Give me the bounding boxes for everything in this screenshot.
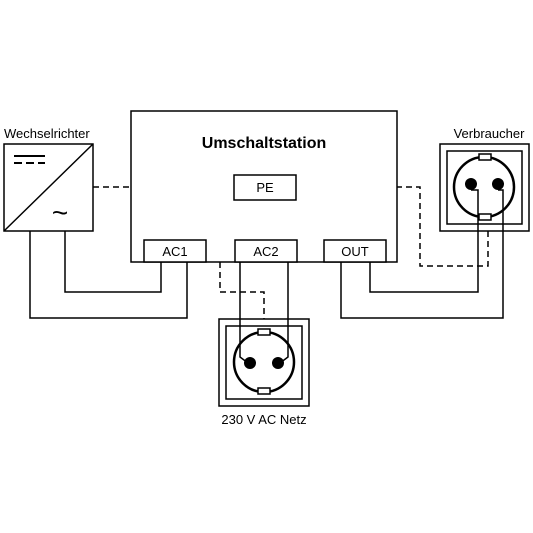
ac-symbol-icon: ~ [52,197,68,228]
switching-station: Umschaltstation PE AC1 AC2 OUT [130,110,398,263]
consumer-wire-entry-right [498,189,504,231]
terminal-ac2-label: AC2 [253,244,278,259]
terminal-out-label: OUT [341,244,369,259]
wire-out-consumer-outer [340,188,504,319]
station-title: Umschaltstation [202,135,326,152]
dc-symbol-icon [14,155,45,164]
terminal-ac1-label: AC1 [162,244,187,259]
wire-inverter-ac1-outer [29,231,188,319]
consumer-wire-entry-left [471,189,479,231]
consumer-pin-right [492,178,504,190]
terminal-ac2: AC2 [234,239,298,263]
inverter-symbol: ~ [3,143,94,232]
grid-label: 230 V AC Netz [221,412,306,427]
consumer-pin-left [465,178,477,190]
grid-pin-right [272,357,284,369]
wire-out-consumer-inner [369,220,479,293]
consumer-label: Verbraucher [454,126,525,141]
terminal-out: OUT [323,239,387,263]
consumer-earth-clip-bottom [478,213,492,221]
consumer-socket-icon [439,143,530,232]
grid-pin-left [244,357,256,369]
consumer-earth-clip-top [478,153,492,161]
wire-inverter-ac1-inner [64,231,162,293]
grid-earth-clip-top [257,328,271,336]
grid-socket-icon [218,318,310,407]
terminal-ac1: AC1 [143,239,207,263]
grid-wire-entry-right [279,319,289,364]
grid-wire-entry-left [239,319,249,364]
inverter-label: Wechselrichter [4,126,90,141]
terminal-pe: PE [233,174,297,201]
terminal-pe-label: PE [256,180,274,195]
grid-earth-clip-bottom [257,387,271,395]
